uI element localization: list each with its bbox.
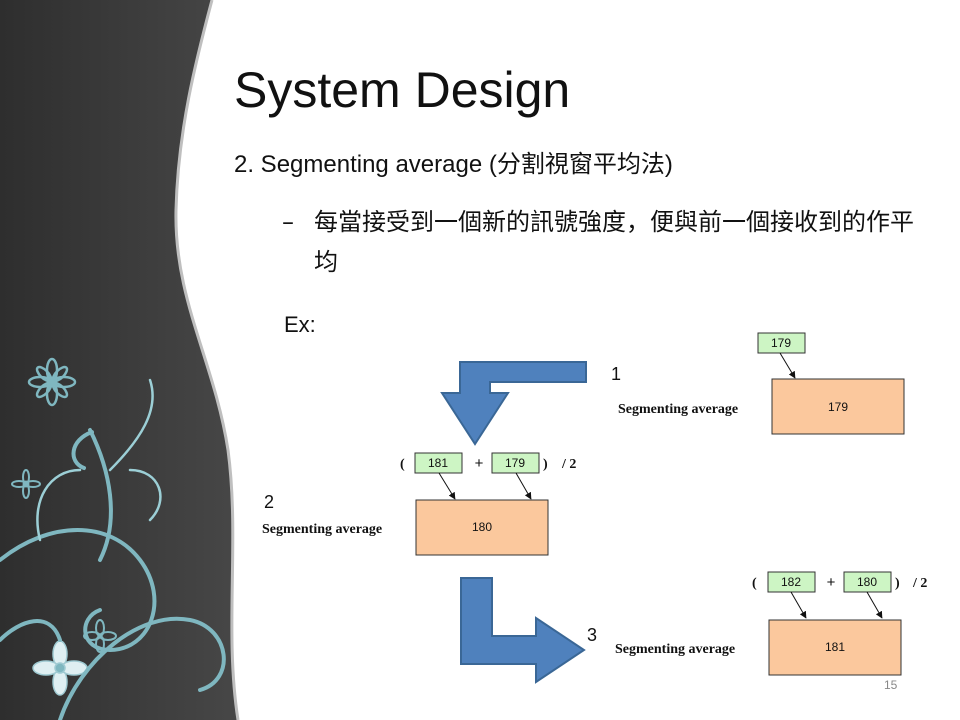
open-paren: ( xyxy=(752,576,757,591)
step3-block-label: Segmenting average xyxy=(615,642,735,657)
step1-output-value: 179 xyxy=(828,400,848,414)
step-number-3: 3 xyxy=(587,625,597,645)
example-label: Ex: xyxy=(284,312,316,337)
plus-sign: + xyxy=(475,455,484,472)
divide-by-two: / 2 xyxy=(912,576,927,591)
step2-connector-a xyxy=(438,472,456,500)
step1-input-value: 179 xyxy=(771,336,791,350)
step2-input-a-value: 181 xyxy=(428,456,448,470)
step3-input-a-value: 182 xyxy=(781,575,801,589)
step-number-2: 2 xyxy=(264,492,274,512)
flower-icon xyxy=(83,619,117,653)
open-paren: ( xyxy=(400,457,405,472)
blue-arrow-down xyxy=(440,361,587,446)
close-paren: ) xyxy=(543,457,548,472)
step2-output-box xyxy=(415,499,549,556)
step2-input-b-value: 179 xyxy=(505,456,525,470)
step2-output-value: 180 xyxy=(472,520,492,534)
step3-output-box xyxy=(768,619,902,676)
close-paren: ) xyxy=(895,576,900,591)
step3-connector-b xyxy=(866,591,883,619)
bullet-dash: – xyxy=(282,208,294,236)
step3-connector-a xyxy=(790,591,807,619)
swirl-ornament xyxy=(36,378,162,542)
slide-title: System Design xyxy=(234,62,571,118)
sidebar-decoration xyxy=(0,0,240,720)
swirl-ornament xyxy=(0,428,226,720)
step2-input-a-box xyxy=(414,452,463,474)
step2-block-label: Segmenting average xyxy=(262,522,382,537)
sidebar-panel xyxy=(0,0,238,720)
page-number: 15 xyxy=(884,678,898,692)
step2-input-b-box xyxy=(491,452,540,474)
step3-input-b-value: 180 xyxy=(857,575,877,589)
step1-connector xyxy=(779,352,796,379)
bullet-item: – 每當接受到一個新的訊號強度，便與前一個接收到的作平均 xyxy=(282,202,922,282)
step2-connector-b xyxy=(515,472,532,500)
step-number-1: 1 xyxy=(611,364,621,384)
flower-icon xyxy=(32,640,88,696)
plus-sign: + xyxy=(827,574,836,591)
divide-by-two: / 2 xyxy=(561,457,576,472)
flower-icon xyxy=(27,357,77,407)
step1-input-box xyxy=(757,332,806,354)
blue-arrow-right xyxy=(460,577,586,684)
bullet-text: 每當接受到一個新的訊號強度，便與前一個接收到的作平均 xyxy=(314,208,914,276)
subtitle: 2. Segmenting average (分割視窗平均法) xyxy=(234,151,673,178)
flower-icon xyxy=(11,469,41,499)
step3-output-value: 181 xyxy=(825,640,845,654)
step1-block-label: Segmenting average xyxy=(618,402,738,417)
sidebar-edge-line xyxy=(174,0,240,720)
step1-output-box xyxy=(771,378,905,435)
